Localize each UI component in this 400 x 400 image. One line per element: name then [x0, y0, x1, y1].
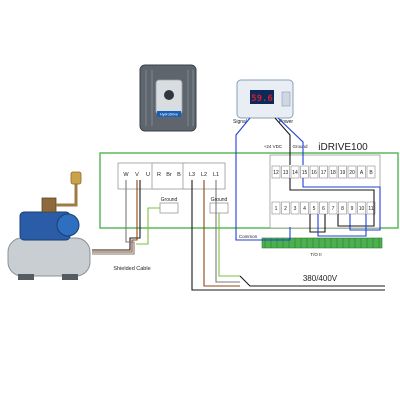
- terminal-label: U: [146, 172, 150, 178]
- pressure-sensor: 59.6: [236, 79, 294, 119]
- control-terminal: [281, 165, 290, 179]
- control-terminal-label: 5: [313, 206, 316, 212]
- drive-brand-plate: [157, 111, 181, 117]
- control-terminal-label: 12: [273, 170, 279, 176]
- control-terminal-label: 7: [332, 206, 335, 212]
- control-terminal: [357, 201, 366, 215]
- supply-wiring: [191, 180, 385, 291]
- ground-label-motor: Ground: [161, 197, 178, 203]
- terminal-strip: [261, 237, 383, 249]
- pump-base: [62, 274, 78, 280]
- control-terminal: [319, 201, 328, 215]
- ground-lug-supply: [209, 202, 229, 214]
- pump-head: [56, 213, 80, 237]
- cable-label: Shielded Cable: [113, 266, 150, 272]
- terminal-label: V: [135, 172, 139, 178]
- control-terminal-label: 9: [351, 206, 354, 212]
- drive-brand: HydroDrive: [160, 113, 178, 117]
- drive-knob: [164, 90, 174, 100]
- control-terminal: [309, 165, 319, 179]
- control-terminal-label: A: [360, 170, 364, 176]
- sensor-side: [281, 91, 291, 107]
- control-terminal-label: 11: [368, 206, 373, 212]
- motor-terminals: W V U: [123, 172, 150, 178]
- control-terminal-label: 20: [349, 170, 355, 176]
- control-terminal: [328, 201, 338, 215]
- control-terminal: [290, 201, 300, 215]
- supply-terminals: L3 L2 L1: [189, 172, 219, 178]
- control-terminal: [328, 165, 338, 179]
- terminal-label: L2: [201, 172, 207, 178]
- ground-label-sensor: Ground: [292, 144, 308, 149]
- terminal-label: Br: [166, 172, 172, 178]
- control-terminal-label: 13: [283, 170, 289, 176]
- control-terminal: [319, 165, 328, 179]
- pump-fitting: [41, 197, 57, 213]
- brake-terminal-block: [151, 162, 189, 190]
- control-terminal: [338, 165, 347, 179]
- control-terminal: [281, 201, 290, 215]
- control-terminal-label: 6: [322, 206, 325, 212]
- pump-pipe: [56, 182, 78, 207]
- motor-cable: [92, 180, 160, 255]
- ground-lug-motor: [159, 202, 179, 214]
- sensor-wiring: [235, 117, 381, 241]
- control-terminal: [309, 201, 319, 215]
- control-terminal: [366, 201, 376, 215]
- control-terminal-label: 2: [284, 206, 287, 212]
- common-label: Common: [239, 234, 258, 239]
- control-terminal-label: 19: [340, 170, 346, 176]
- control-terminal: [290, 165, 300, 179]
- control-terminal-label: 17: [321, 170, 327, 176]
- terminal-label: L3: [189, 172, 195, 178]
- heatsink-fins: [145, 70, 194, 126]
- control-terminal: [347, 165, 357, 179]
- control-terminal: [347, 201, 357, 215]
- control-terminal-label: 10: [359, 206, 365, 212]
- control-terminal-label: B: [369, 170, 373, 176]
- control-terminal-label: 15: [302, 170, 308, 176]
- control-terminal-label: 8: [341, 206, 344, 212]
- control-terminal-label: 1: [275, 206, 278, 212]
- control-terminal: [300, 165, 309, 179]
- terminal-strip-label: T/O II: [310, 252, 321, 257]
- control-terminal-label: 18: [330, 170, 336, 176]
- terminal-label: R: [157, 172, 161, 178]
- control-terminal: [300, 201, 309, 215]
- control-terminal-label: 4: [303, 206, 306, 212]
- ground-label-supply: Ground: [211, 197, 228, 203]
- control-terminal: [271, 165, 281, 179]
- pump-unit: [7, 171, 91, 280]
- pump-base: [18, 274, 34, 280]
- control-terminal-label: 3: [294, 206, 297, 212]
- brake-terminals: R Br B: [157, 172, 181, 178]
- power-label: Power: [279, 119, 294, 125]
- terminal-label: W: [123, 172, 129, 178]
- drive-enclosure: [99, 152, 399, 229]
- terminal-label: B: [177, 172, 181, 178]
- pump-valve: [70, 171, 82, 185]
- terminal-label: L1: [213, 172, 219, 178]
- inverter-drive: HydroDrive: [139, 64, 197, 132]
- control-terminal: [366, 165, 376, 179]
- sensor-display: 59.6: [251, 94, 273, 104]
- pump-tank: [7, 237, 91, 277]
- control-terminal-label: 16: [311, 170, 317, 176]
- signal-label: Signal: [233, 119, 247, 125]
- control-terminal: [357, 165, 366, 179]
- terminal-strip-teeth: [264, 238, 380, 248]
- vdc-label: +24 VDC: [264, 144, 283, 149]
- supply-voltage-label: 380/400V: [303, 274, 338, 283]
- control-terminal: [338, 201, 347, 215]
- control-terminal: [271, 201, 281, 215]
- sensor-screen: [250, 90, 274, 104]
- control-terminal-label: 14: [292, 170, 298, 176]
- drive-model-title: iDRIVE100: [318, 142, 368, 153]
